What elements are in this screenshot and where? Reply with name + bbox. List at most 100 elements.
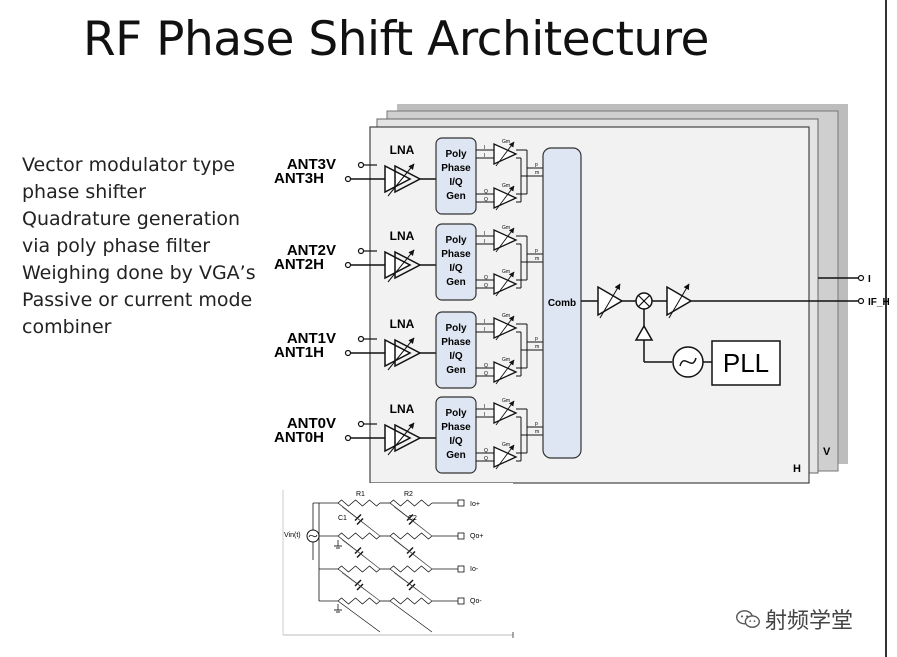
i-label: I <box>484 145 485 151</box>
bullet-line: phase shifter <box>22 181 146 203</box>
port-v <box>357 335 365 343</box>
out-qo-minus: Qo- <box>470 598 482 605</box>
pll-label: PLL <box>723 348 769 378</box>
q-label: Q <box>484 275 488 281</box>
poly-phase-label: Poly <box>445 149 467 160</box>
capacitor-icon <box>406 547 414 554</box>
polyphase-schematic: R1 R2 C1 C2 Vin(t) Io+ Qo+ Io- Qo- <box>282 483 513 636</box>
capacitor-icon <box>356 518 364 525</box>
gm-label: Gm <box>502 398 510 404</box>
poly-phase-block <box>435 311 477 389</box>
bullet-line: Weighing done by VGA’s <box>22 262 256 284</box>
antenna-h-label: ANT0H <box>274 429 324 446</box>
watermark: 射频学堂 <box>735 603 853 635</box>
out-io-plus: Io+ <box>470 501 480 508</box>
q-label: Q <box>484 197 488 203</box>
gm-gain-arrow <box>495 444 515 470</box>
antenna-v-label: ANT1V <box>287 330 336 347</box>
gm-label: Gm <box>502 442 510 448</box>
bullet-line: Quadrature generation <box>22 208 241 230</box>
lna-gain-arrow <box>387 422 415 456</box>
gm-label: Gm <box>502 183 510 189</box>
pll-block <box>711 340 781 386</box>
port-h <box>344 261 352 269</box>
port-h <box>344 434 352 442</box>
q-label: Q <box>484 189 488 195</box>
gm-gain-arrow <box>495 315 515 341</box>
resistor-icon <box>389 565 433 573</box>
c1-label: C1 <box>338 515 347 522</box>
resistor-icon <box>389 499 433 507</box>
output-port-v <box>857 274 865 282</box>
poly-phase-label: Phase <box>441 163 471 174</box>
gm-gain-arrow <box>495 227 515 253</box>
capacitor-icon <box>356 551 364 558</box>
antenna-h-label: ANT1H <box>274 344 324 361</box>
lna-gain-arrow <box>387 249 415 283</box>
bullet-line: combiner <box>22 316 112 338</box>
c2-label: C2 <box>408 515 417 522</box>
lna-label: LNA <box>390 402 415 416</box>
out-if-label: IF_H <box>868 297 890 308</box>
output-terminal-icon <box>457 532 465 540</box>
poly-phase-label: Poly <box>445 408 467 419</box>
poly-phase-label: Poly <box>445 323 467 334</box>
h-label: H <box>793 463 801 475</box>
m-label: m <box>535 344 539 350</box>
comb-label: Comb <box>548 298 576 309</box>
i-label: I <box>484 319 485 325</box>
poly-phase-block <box>435 396 477 474</box>
gm-gain-arrow <box>495 185 515 211</box>
gm-label: Gm <box>502 269 510 275</box>
port-h <box>344 349 352 357</box>
poly-phase-label: I/Q <box>449 263 463 274</box>
capacitor-wire <box>341 539 381 570</box>
capacitor-icon <box>354 514 362 521</box>
i-label: I <box>484 327 485 333</box>
i-label: I <box>484 412 485 418</box>
output-terminal-icon <box>457 499 465 507</box>
poly-phase-label: I/Q <box>449 436 463 447</box>
gm-gain-arrow <box>495 359 515 385</box>
q-label: Q <box>484 371 488 377</box>
capacitor-wire <box>341 506 381 537</box>
antenna-h-label: ANT3H <box>274 170 324 187</box>
resistor-icon <box>337 597 381 605</box>
gm-label: Gm <box>502 313 510 319</box>
i-label: I <box>484 231 485 237</box>
capacitor-icon <box>356 583 364 591</box>
poly-phase-label: Gen <box>446 277 465 288</box>
m-label: m <box>535 256 539 262</box>
capacitor-wire <box>389 600 433 633</box>
poly-phase-label: I/Q <box>449 177 463 188</box>
bullet-line: Vector modulator type <box>22 154 236 176</box>
wechat-icon <box>736 610 760 628</box>
capacitor-wire <box>341 572 381 602</box>
poly-phase-label: Gen <box>446 450 465 461</box>
lna-label: LNA <box>390 143 415 157</box>
resistor-icon <box>337 565 381 573</box>
bullet-line: Passive or current mode <box>22 289 253 311</box>
m-label: m <box>535 429 539 435</box>
resistor-icon <box>389 532 433 540</box>
port-v <box>357 247 365 255</box>
port-v <box>357 161 365 169</box>
poly-phase-label: Phase <box>441 249 471 260</box>
poly-phase-label: Gen <box>446 191 465 202</box>
poly-phase-label: Phase <box>441 337 471 348</box>
vin-label: Vin(t) <box>284 532 301 539</box>
slide-edge-line <box>885 0 887 657</box>
v-label: V <box>823 446 831 458</box>
poly-phase-label: Poly <box>445 235 467 246</box>
i-label: I <box>484 239 485 245</box>
gm-gain-arrow <box>495 271 515 297</box>
capacitor-icon <box>408 518 416 525</box>
output-terminal-icon <box>457 597 465 605</box>
lna-triangle <box>384 423 412 453</box>
m-label: m <box>535 170 539 176</box>
bullet-list: Vector modulator type phase shifter Quad… <box>22 152 256 341</box>
gm-label: Gm <box>502 357 510 363</box>
